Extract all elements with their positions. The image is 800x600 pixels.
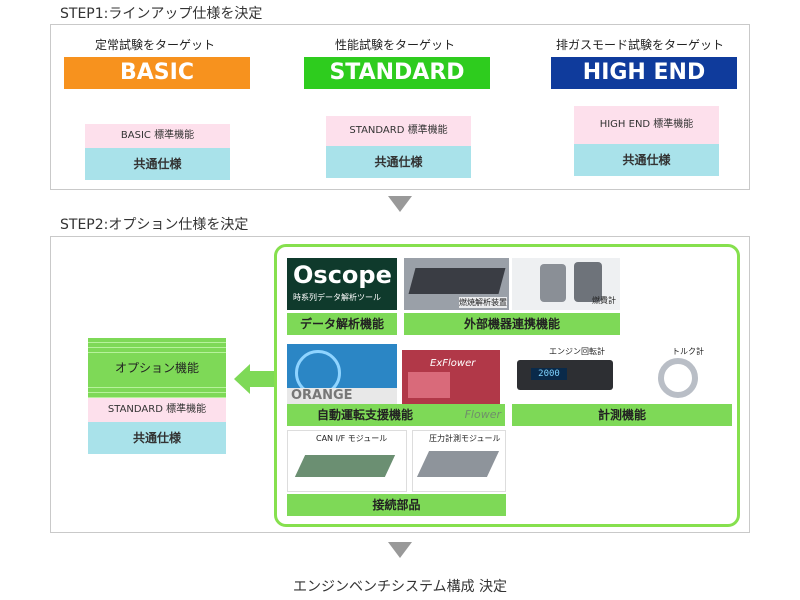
step1-title: STEP1:ラインアップ仕様を決定 [60, 6, 263, 22]
torque-meter-image: トルク計 [646, 344, 732, 404]
standard-layer: STANDARD 標準機能 [326, 116, 471, 146]
label-auto-driving-text: 自動運転支援機能 [317, 408, 414, 422]
engine-tachometer-image: エンジン回転計 2000 [513, 344, 643, 404]
torque-meter-label: トルク計 [672, 347, 704, 356]
tier-highend: 排ガスモード試験をターゲット HIGH END [545, 36, 737, 89]
combustion-analyzer-label: 燃焼解析装置 [459, 297, 507, 308]
tier-caption: 排ガスモード試験をターゲット [555, 38, 724, 52]
standard-stack: STANDARD 標準機能 共通仕様 [326, 116, 471, 178]
highend-stack: HIGH END 標準機能 共通仕様 [574, 106, 719, 176]
arrow-left-shaft [250, 371, 274, 387]
option-stack: オプション機能 STANDARD 標準機能 共通仕様 [88, 338, 226, 454]
oscope-logo: Oscope [293, 261, 392, 289]
arrow-down-icon [388, 542, 412, 558]
arrow-left-icon [234, 364, 250, 394]
label-measurement: 計測機能 [512, 404, 732, 426]
tier-name-bar: STANDARD [304, 57, 490, 89]
step2-title: STEP2:オプション仕様を決定 [60, 217, 249, 233]
label-data-analysis: データ解析機能 [287, 313, 397, 335]
tachometer-label: エンジン回転計 [549, 347, 605, 356]
basic-stack: BASIC 標準機能 共通仕様 [85, 124, 230, 180]
standard-layer: STANDARD 標準機能 [88, 398, 226, 422]
fuel-meter-label: 燃費計 [592, 296, 616, 305]
combustion-analyzer-image: 燃焼解析装置 [404, 258, 509, 310]
option-layer: オプション機能 [88, 353, 226, 383]
standard-layer: BASIC 標準機能 [85, 124, 230, 148]
fuel-meter-image: 燃費計 [512, 258, 620, 310]
tachometer-display: 2000 [531, 368, 567, 380]
common-layer: 共通仕様 [326, 146, 471, 178]
tier-caption: 性能試験をターゲット [334, 38, 455, 52]
common-layer: 共通仕様 [88, 422, 226, 454]
label-auto-driving: 自動運転支援機能 Flower [287, 404, 505, 426]
standard-layer: HIGH END 標準機能 [574, 106, 719, 144]
result-text: エンジンベンチシステム構成 決定 [292, 579, 508, 595]
can-module-label: CAN I/F モジュール [316, 434, 388, 443]
label-connection-parts: 接続部品 [287, 494, 506, 516]
pressure-module-label: 圧力計測モジュール [429, 434, 501, 443]
tier-name-bar: BASIC [64, 57, 250, 89]
exflower-image: ExFlower [402, 350, 500, 404]
option-layers [88, 338, 226, 353]
orange-logo: ORANGE [287, 388, 397, 404]
can-module-image: CAN I/F モジュール [287, 430, 407, 492]
tier-basic: 定常試験をターゲット BASIC [60, 36, 250, 89]
common-layer: 共通仕様 [574, 144, 719, 176]
tier-caption: 定常試験をターゲット [94, 38, 215, 52]
orange-logo-image: ORANGE [287, 344, 397, 404]
flower-logo: Flower [464, 408, 501, 421]
oscope-subtitle: 時系列データ解析ツール [293, 293, 381, 302]
arrow-down-icon [388, 196, 412, 212]
tier-name-bar: HIGH END [551, 57, 737, 89]
common-layer: 共通仕様 [85, 148, 230, 180]
oscope-logo-image: Oscope 時系列データ解析ツール [287, 258, 397, 310]
exflower-logo: ExFlower [430, 358, 476, 369]
pressure-module-image: 圧力計測モジュール [412, 430, 506, 492]
tier-standard: 性能試験をターゲット STANDARD [300, 36, 490, 89]
label-external: 外部機器連携機能 [404, 313, 620, 335]
